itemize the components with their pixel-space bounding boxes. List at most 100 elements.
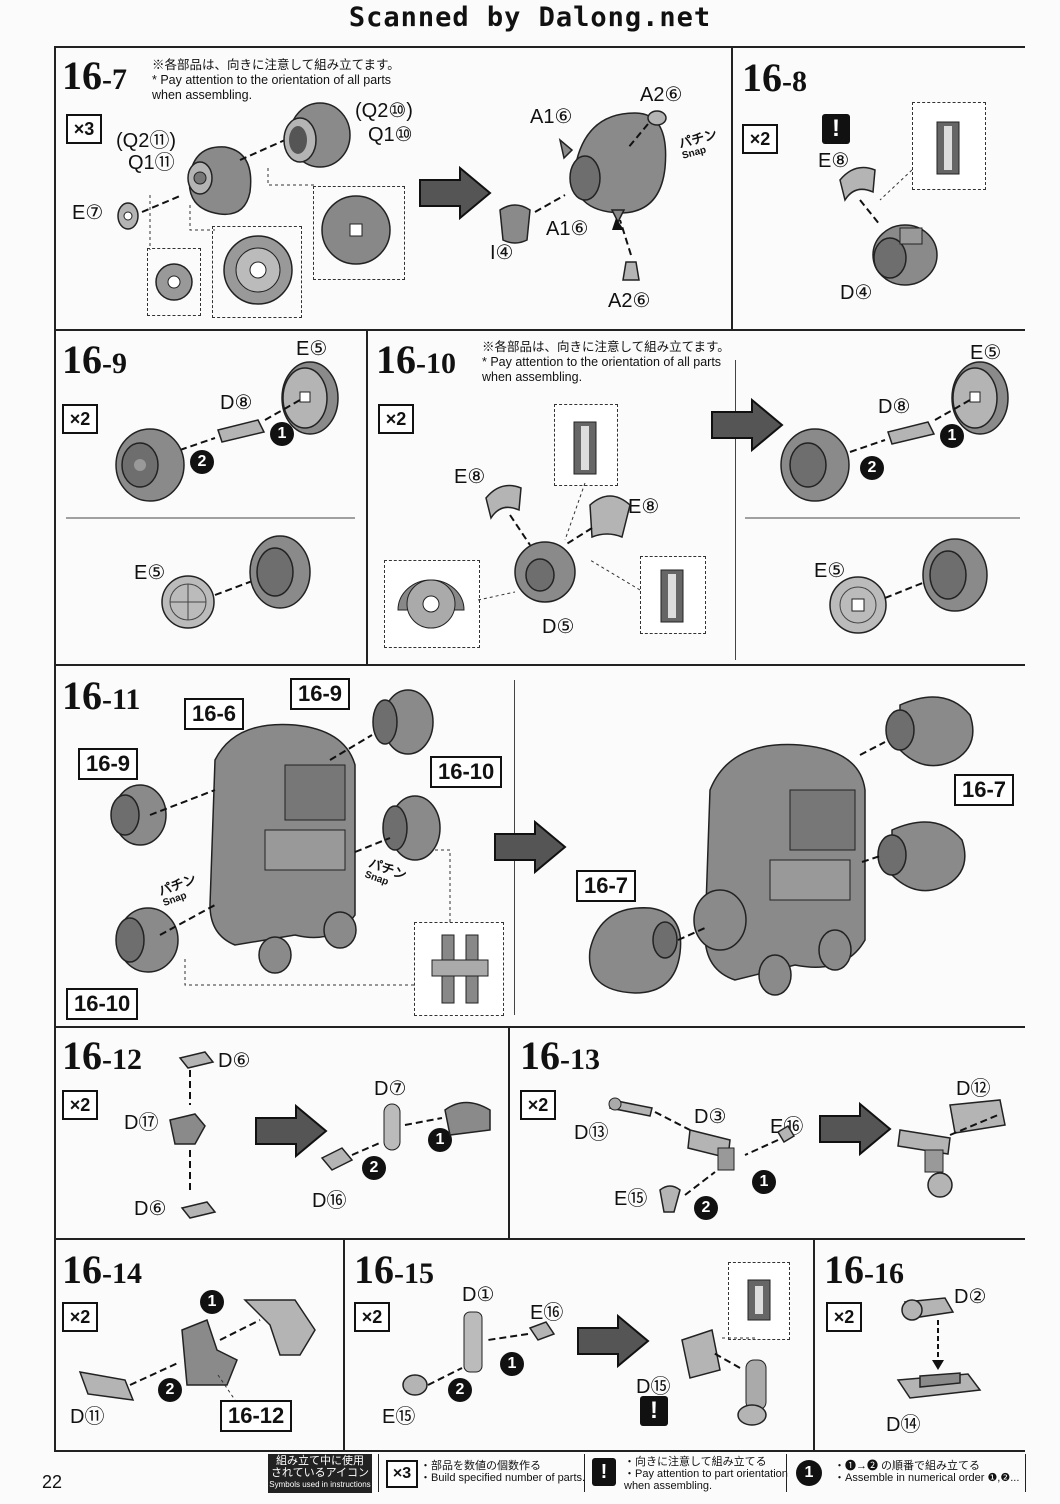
- ref-16-7-left: 16-7: [576, 870, 637, 902]
- order-1-icon: 1: [940, 424, 964, 448]
- rule-row2: [54, 329, 1025, 331]
- label-d5: D⑤: [542, 616, 575, 638]
- detail-box-16-8: [912, 102, 986, 190]
- label-i4: I④: [490, 242, 514, 264]
- label-d8: D⑧: [220, 392, 253, 414]
- ref-16-10-bottom: 16-10: [66, 988, 139, 1020]
- footer-divider-3: [786, 1454, 787, 1492]
- order-2-icon: 2: [860, 456, 884, 480]
- divider-16-8: [731, 46, 733, 330]
- label-q1-11: Q1⑪: [128, 152, 175, 174]
- label-q1-10: Q1⑩: [368, 124, 413, 146]
- footer-warning-text: ・向きに注意して組み立てる・Pay attention to part orie…: [624, 1456, 788, 1492]
- divider-16-13: [508, 1027, 510, 1239]
- big-arrow-16-15: [577, 1313, 650, 1369]
- order-2-icon: 2: [694, 1196, 718, 1220]
- label-q2-10: (Q2⑩): [355, 100, 413, 122]
- rule-top: [54, 46, 1025, 48]
- label-d1: D①: [462, 1284, 495, 1306]
- rule-bottom: [54, 1450, 1025, 1452]
- step-16-16-title: 16-16: [824, 1247, 904, 1292]
- multiplier-x2: ×2: [62, 404, 98, 434]
- order-2-icon: 2: [448, 1378, 472, 1402]
- label-d14: D⑭: [886, 1414, 921, 1436]
- big-arrow-16-7: [419, 165, 492, 221]
- label-d6-top: D⑥: [218, 1050, 251, 1072]
- order-2-icon: 2: [362, 1156, 386, 1180]
- label-e8-left: E⑧: [454, 466, 486, 488]
- detail-box-q1-rear: [212, 226, 302, 318]
- big-arrow-16-12: [255, 1103, 328, 1159]
- rule-row3: [54, 664, 1025, 666]
- step-16-10-title: 16-10: [376, 337, 456, 382]
- step-16-15-title: 16-15: [354, 1247, 434, 1292]
- page-number: 22: [42, 1472, 63, 1492]
- big-arrow-16-11: [494, 819, 567, 875]
- label-d4: D④: [840, 282, 873, 304]
- footer-multiplier-text: ・部品を数値の個数作る・Build specified number of pa…: [420, 1460, 586, 1484]
- ref-16-12: 16-12: [220, 1400, 293, 1432]
- label-e7: E⑦: [72, 202, 104, 224]
- multiplier-x3: ×3: [66, 114, 102, 144]
- label-d16: D⑯: [312, 1190, 347, 1212]
- order-1-icon: 1: [200, 1290, 224, 1314]
- order-1-icon: 1: [500, 1352, 524, 1376]
- footer-multiplier-icon: ×3: [386, 1460, 418, 1488]
- multiplier-x2: ×2: [742, 124, 778, 154]
- step-16-8-title: 16-8: [742, 55, 807, 100]
- detail-box-q1: [313, 186, 405, 280]
- footer-divider-2: [584, 1454, 585, 1492]
- order-1-icon: 1: [752, 1170, 776, 1194]
- footer-order-icon: 1: [796, 1460, 822, 1486]
- big-arrow-16-13: [819, 1101, 892, 1157]
- label-d13: D⑬: [574, 1122, 609, 1144]
- label-d3: D③: [694, 1106, 727, 1128]
- footer-warning-icon: !: [592, 1458, 616, 1486]
- step-16-9-title: 16-9: [62, 337, 127, 382]
- divider-16-16: [813, 1239, 815, 1451]
- label-e5: E⑤: [296, 338, 328, 360]
- inner-divider-16-10: [735, 360, 736, 660]
- label-d8: D⑧: [878, 396, 911, 418]
- warning-icon: !: [640, 1396, 668, 1426]
- detail-box-e7: [147, 248, 201, 316]
- ref-16-10-right: 16-10: [430, 756, 503, 788]
- label-e15: E⑮: [382, 1406, 416, 1428]
- order-1-icon: 1: [270, 422, 294, 446]
- label-d7: D⑦: [374, 1078, 407, 1100]
- detail-box-d5-top: [554, 404, 618, 486]
- label-a1-6-top: A1⑥: [530, 106, 573, 128]
- label-e15: E⑮: [614, 1188, 648, 1210]
- label-q2-11: (Q2⑪): [116, 130, 176, 152]
- rule-left: [54, 46, 56, 1452]
- scan-banner: Scanned by Dalong.net: [348, 2, 712, 33]
- divider-16-15: [343, 1239, 345, 1451]
- rule-row5: [54, 1238, 1025, 1240]
- ref-16-9-left: 16-9: [78, 748, 139, 780]
- multiplier-x2: ×2: [354, 1302, 390, 1332]
- footer-divider-4: [1025, 1454, 1026, 1492]
- footer-divider-1: [378, 1454, 379, 1492]
- step-16-7-title: 16-7: [62, 53, 127, 98]
- label-d6-bottom: D⑥: [134, 1198, 167, 1220]
- label-e5-detail: E⑤: [134, 562, 166, 584]
- multiplier-x2: ×2: [826, 1302, 862, 1332]
- label-d17: D⑰: [124, 1112, 159, 1134]
- label-a2-6-top: A2⑥: [640, 84, 683, 106]
- label-d12: D⑫: [956, 1078, 991, 1100]
- label-e16: E⑯: [530, 1302, 564, 1324]
- label-e8: E⑧: [818, 150, 850, 172]
- label-e5-detail: E⑤: [814, 560, 846, 582]
- multiplier-x2: ×2: [62, 1302, 98, 1332]
- multiplier-x2: ×2: [62, 1090, 98, 1120]
- step-16-12-title: 16-12: [62, 1033, 142, 1078]
- ref-16-6: 16-6: [184, 698, 245, 730]
